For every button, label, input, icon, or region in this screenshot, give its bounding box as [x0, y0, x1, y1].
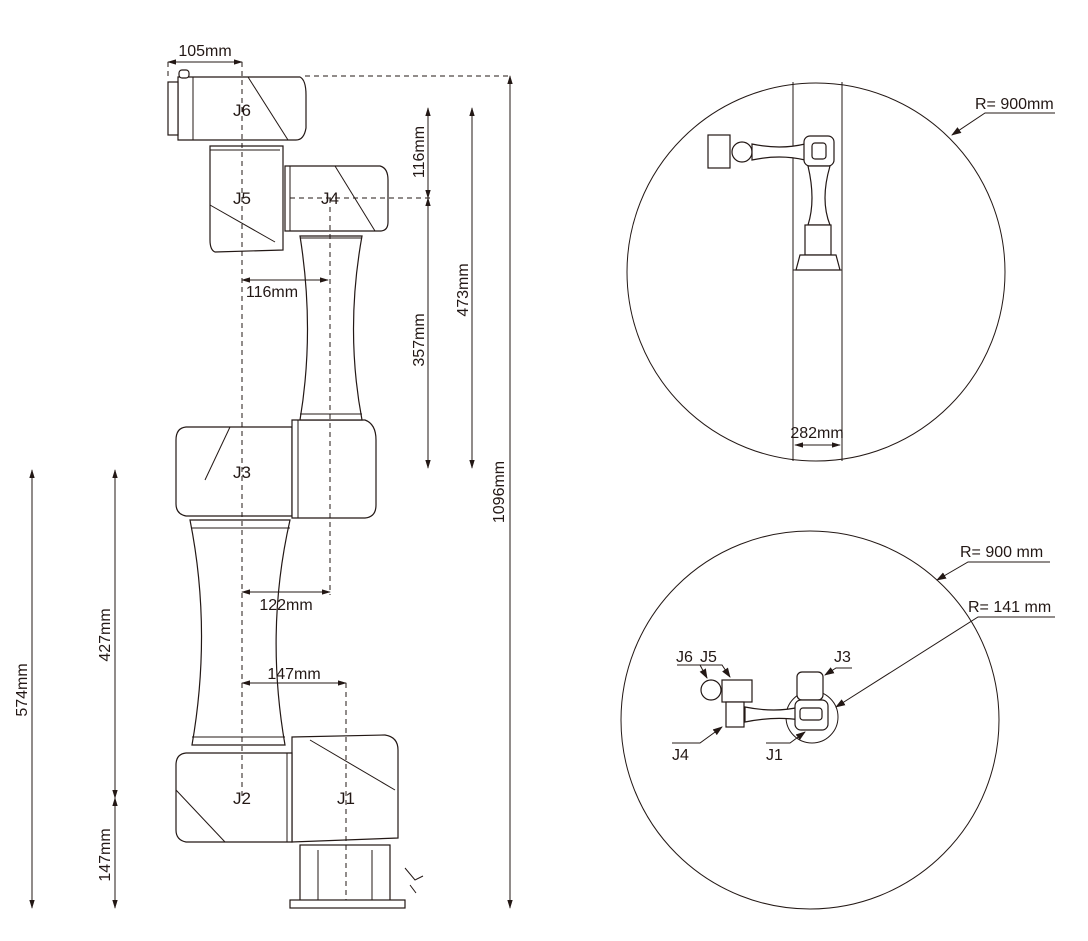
mini-j6: [707, 134, 731, 169]
label-j3: J3: [233, 463, 251, 482]
base: [299, 844, 391, 902]
tool-connector: [178, 69, 190, 79]
top-view-reach-1: 282mm R= 900mm: [626, 82, 1055, 462]
label-j3: J3: [834, 649, 851, 666]
base-flange: [289, 899, 406, 909]
outer-radius-label: R= 900 mm: [960, 544, 1043, 561]
label-j6: J6: [676, 649, 693, 666]
side-view-robot: [167, 69, 424, 909]
label-j5: J5: [700, 649, 717, 666]
dim-flange-offset: 105mm: [178, 43, 231, 60]
label-j1: J1: [337, 789, 355, 808]
forearm-link: [189, 519, 291, 746]
dim-forearm: 427mm: [97, 608, 114, 661]
dim-j3-height: 574mm: [14, 663, 31, 716]
dim-j3-j4-offset: 122mm: [259, 597, 312, 614]
upper-arm-link: [299, 235, 363, 421]
j1-housing: [291, 734, 399, 843]
dim-j3-to-top: 473mm: [455, 263, 472, 316]
dim-j4-j6-height: 116mm: [411, 126, 428, 178]
elbow-housing: [291, 419, 377, 519]
j5-housing: [209, 145, 284, 253]
label-j4: J4: [321, 189, 339, 208]
label-j6: J6: [233, 101, 251, 120]
radius-label: R= 900mm: [975, 96, 1054, 113]
reach-circle: [620, 530, 1000, 910]
label-j2: J2: [233, 789, 251, 808]
inner-radius-label: R= 141 mm: [968, 599, 1051, 616]
j3-housing: [175, 426, 293, 517]
j2-housing: [175, 752, 293, 843]
dim-total-height: 1096mm: [491, 461, 508, 523]
label-j4: J4: [672, 747, 689, 764]
dim-j4-j5-offset: 116mm: [246, 284, 298, 301]
top-view-reach-2: R= 900 mm R= 141 mm J6 J5 J3 J4 J1: [620, 530, 1055, 910]
dim-upper-arm: 357mm: [411, 313, 428, 366]
label-j1: J1: [766, 747, 783, 764]
label-j5: J5: [233, 189, 251, 208]
dim-j1-j2-offset: 147mm: [267, 666, 320, 683]
dim-base-height: 147mm: [97, 828, 114, 881]
tool-flange: [167, 81, 179, 136]
reach-circle: [626, 82, 1006, 462]
cable-connector: [404, 867, 424, 894]
dim-width: 282mm: [790, 425, 843, 442]
